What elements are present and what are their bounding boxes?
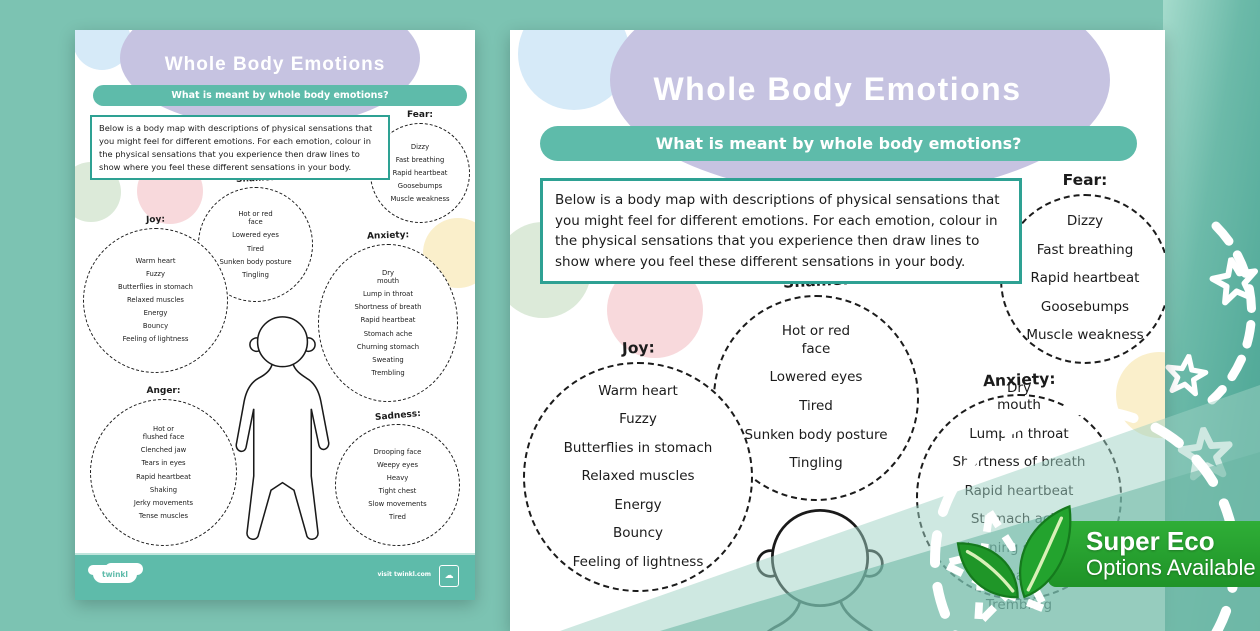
sensation-item: Bouncy [612,525,664,542]
sensation-item: Relaxed muscles [581,468,695,485]
worksheet-page-thumbnail: Whole Body Emotions What is meant by who… [75,30,475,600]
sensation-item: Lump in throat [969,425,1069,442]
sensation-item: Churning stomach [356,342,420,351]
sensation-item: Hot or red face [781,323,851,357]
emotion-heading: Fear: [407,110,433,120]
sensation-item: Trembling [371,368,405,377]
sensation-item: Rapid heartbeat [392,168,448,177]
sensation-item: Shortness of breath [354,303,422,312]
sensation-item: Feeling of lightness [122,335,189,344]
sensation-item: Trembling [985,596,1053,613]
sensation-item: Sweating [372,355,404,364]
body-outline-figure [756,508,884,631]
sensation-item: Dizzy [410,142,430,151]
sensation-item: Lowered eyes [232,231,279,240]
sensation-item: Tingling [789,455,843,472]
sensation-item: Warm heart [598,382,678,399]
sensation-item: Fuzzy [145,270,165,279]
sensation-item: Relaxed muscles [127,296,184,305]
sensation-item: Fast breathing [395,155,445,164]
sensation-item: Fuzzy [619,411,657,428]
sensation-item: Lowered eyes [769,369,863,386]
sensation-item: Sunken body posture [744,426,888,443]
eco-badge-subtitle: Options Available [1086,555,1256,580]
twinkl-logo: twinkl [93,565,137,583]
sensation-item: Sweating [987,568,1051,585]
sensation-item: Hot or flushed face [142,424,185,442]
sensation-item: Warm heart [135,257,176,266]
sensation-item: Fast breathing [1036,241,1134,258]
intro-text-box: Below is a body map with descriptions of… [90,115,390,181]
emotion-heading: Anxiety: [366,230,410,242]
decor-circle [1116,352,1165,438]
sensation-item: Tight chest [378,487,417,496]
emotion-heading: Fear: [1062,171,1108,189]
brand-label: twinkl [102,569,128,579]
sensation-item: Tingling [242,270,269,279]
sensation-item: Tears in eyes [141,459,186,468]
sensation-item: Stomach ache [363,329,413,338]
sensation-item: Energy [614,496,662,513]
sensation-item: Rapid heartbeat [360,316,416,325]
sensation-item: Shaking [149,485,178,494]
sensation-item: Butterflies in stomach [563,439,713,456]
subtitle-banner: What is meant by whole body emotions? [540,126,1137,161]
twinkl-stamp-icon: ☁ [439,565,459,587]
page-title: Whole Body Emotions [653,71,1022,107]
sensation-item: Jerky movements [133,498,194,507]
sensation-item: Heavy [386,474,409,483]
sensation-item: Weepy eyes [376,461,419,470]
sensation-item: Shortness of breath [952,454,1086,471]
sensation-item: Feeling of lightness [572,553,704,570]
page-title: Whole Body Emotions [164,54,386,75]
emotion-heading: Anger: [146,386,181,396]
body-outline-figure [235,316,330,540]
sensation-item: Rapid heartbeat [964,482,1074,499]
sensation-item: Rapid heartbeat [136,472,191,481]
sensation-item: Slow movements [368,500,427,509]
subtitle-banner: What is meant by whole body emotions? [93,85,467,106]
sensation-item: Muscle weakness [390,194,450,203]
emotion-heading: Joy: [145,214,166,226]
sensation-item: Bouncy [142,322,169,331]
emotion-heading: Anxiety: [982,369,1056,391]
sensation-item: Clenched jaw [140,446,187,455]
intro-text-box: Below is a body map with descriptions of… [540,178,1022,285]
sensation-item: Goosebumps [397,181,443,190]
sensation-item: Rapid heartbeat [1030,270,1140,287]
sensation-item: Dizzy [1066,213,1104,230]
sensation-item: Tired [799,398,833,414]
sensation-item: Muscle weakness [1026,327,1144,344]
sensation-item: Energy [143,309,168,318]
sensation-item: Hot or red face [238,209,273,227]
sensation-item: Goosebumps [1040,298,1130,315]
emotion-heading: Sadness: [374,409,421,423]
sensation-item: Sunken body posture [219,257,292,266]
sensation-item: Drooping face [373,448,422,457]
sensation-item: Dry mouth [376,268,400,286]
sensation-item: Tired [247,244,264,253]
emotion-heading: Joy: [621,338,655,358]
sensation-item: Butterflies in stomach [118,283,193,292]
sensation-item: Tired [389,513,406,522]
sensation-item: Tense muscles [138,511,189,520]
page-footer: twinkl visit twinkl.com ☁ [75,553,475,600]
visit-link-text: visit twinkl.com [377,571,431,578]
eco-badge-title: Super Eco [1086,525,1215,556]
super-eco-badge: Super Eco Options Available [1048,521,1260,587]
sensation-item: Lump in throat [362,290,414,299]
